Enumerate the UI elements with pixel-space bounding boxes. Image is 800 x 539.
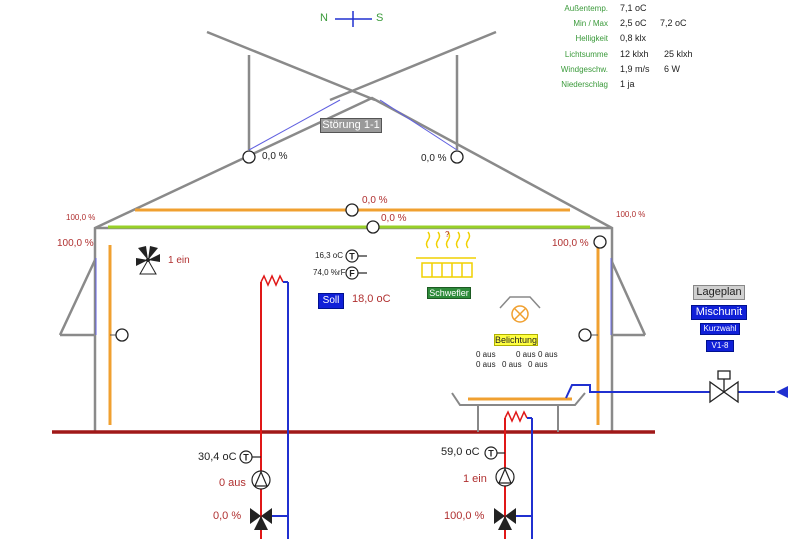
- compass-north: N: [320, 12, 328, 24]
- roof-vent-left-value: 0,0 %: [262, 151, 288, 162]
- right-temp-sensor-letter: T: [488, 449, 494, 459]
- screen-upper-value: 0,0 %: [362, 195, 388, 206]
- compass-icon: [335, 11, 372, 27]
- weather-lightsum-value2: 25 klxh: [664, 49, 693, 59]
- sulfur-button[interactable]: Schwefler: [427, 287, 471, 299]
- heating-left-pump-status: 0 aus: [219, 477, 246, 489]
- valve-v1-8-button[interactable]: V1-8: [706, 340, 734, 352]
- temp-sensor-letter: T: [349, 252, 355, 262]
- lighting-row2-a: 0 aus: [476, 360, 496, 369]
- side-vent-right-value: 100,0 %: [552, 238, 589, 249]
- lighting-row1-c: 0 aus: [538, 350, 558, 359]
- weather-rain-value: 1 ja: [620, 79, 635, 89]
- site-plan-button[interactable]: Lageplan: [693, 285, 745, 300]
- weather-rain-label: Niederschlag: [561, 80, 608, 89]
- grow-table: [451, 384, 775, 432]
- weather-wind-label: Windgeschw.: [560, 65, 608, 74]
- supply-valve-icon: [709, 370, 739, 404]
- fan-status: 1 ein: [168, 255, 190, 266]
- weather-brightness-label: Helligkeit: [575, 34, 608, 43]
- humidity-sensor-letter: F: [349, 269, 355, 279]
- fan-icon: [136, 246, 160, 275]
- weather-min-value: 2,5 oC: [620, 18, 647, 28]
- screen-lower-indicator: [366, 220, 380, 234]
- compass-south: S: [376, 12, 384, 24]
- heating-left-temp: 30,4 oC: [198, 451, 237, 463]
- lighting-button[interactable]: Belichtung: [494, 334, 538, 346]
- weather-outside-value: 7,1 oC: [620, 3, 647, 13]
- lighting-row1-a: 0 aus: [476, 350, 496, 359]
- weather-brightness-value: 0,8 klx: [620, 33, 647, 43]
- sulfur-question: ?: [445, 230, 450, 239]
- setpoint-button[interactable]: Soll: [318, 293, 344, 309]
- side-rail-left-indicator: [115, 328, 129, 342]
- left-mixing-valve-icon: [250, 508, 272, 530]
- weather-wind-value: 1,9 m/s: [620, 64, 650, 74]
- heating-right-pump-status: 1 ein: [463, 473, 487, 485]
- climate-humidity: 74,0 %rF: [313, 268, 346, 277]
- weather-lightsum-value: 12 klxh: [620, 49, 649, 59]
- right-mixing-valve-icon: [494, 508, 516, 530]
- mixing-unit-button[interactable]: Mischunit: [691, 305, 747, 320]
- side-vent-left-small: 100,0 %: [66, 213, 96, 222]
- lighting-row2-b: 0 aus: [502, 360, 522, 369]
- screen-lower-value: 0,0 %: [381, 213, 407, 224]
- weather-minmax-label: Min / Max: [573, 19, 608, 28]
- heating-right-valve-value: 100,0 %: [444, 510, 485, 522]
- roof-rail-lines: [95, 99, 612, 335]
- side-vent-right-indicator: [593, 235, 607, 249]
- sulfur-burner-icon: [416, 231, 476, 278]
- screen-upper-indicator: [345, 203, 359, 217]
- left-temp-sensor-letter: T: [243, 453, 249, 463]
- roof-vent-right-indicator: [450, 150, 464, 164]
- heating-left-valve-value: 0,0 %: [213, 510, 242, 522]
- weather-max-value: 7,2 oC: [660, 18, 687, 28]
- side-rail-right-indicator: [578, 328, 592, 342]
- greenhouse-outline: [58, 30, 647, 432]
- lamp-icon: [499, 296, 541, 323]
- side-vent-right-small: 100,0 %: [616, 210, 646, 219]
- heating-loop-left: [260, 274, 289, 539]
- roof-vent-left-indicator: [242, 150, 256, 164]
- heating-right-temp: 59,0 oC: [441, 446, 480, 458]
- lighting-row2-c: 0 aus: [528, 360, 548, 369]
- alarm-button[interactable]: Störung 1-1: [320, 118, 382, 133]
- supply-arrow-icon: [776, 386, 788, 398]
- weather-lightsum-label: Lichtsumme: [564, 50, 608, 59]
- roof-vent-right-value: 0,0 %: [421, 153, 447, 164]
- lighting-row1-b: 0 aus: [516, 350, 536, 359]
- setpoint-value: 18,0 oC: [352, 293, 391, 305]
- quick-select-button[interactable]: Kurzwahl: [700, 323, 740, 335]
- climate-temp: 16,3 oC: [315, 251, 344, 260]
- side-vent-left-value: 100,0 %: [57, 238, 94, 249]
- weather-outside-label: Außentemp.: [564, 4, 608, 13]
- weather-wind-direction: 6 W: [664, 64, 681, 74]
